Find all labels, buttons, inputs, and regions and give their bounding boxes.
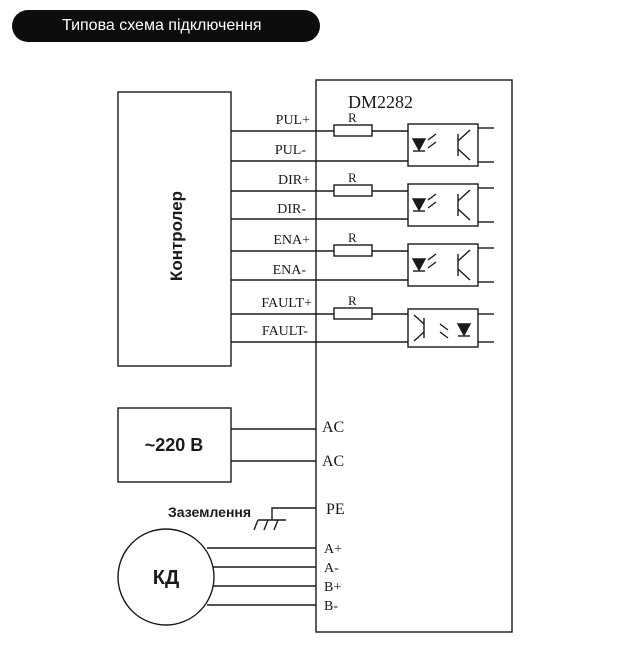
header-title: Типова схема підключення [62, 17, 262, 34]
ac-terminal-2: AC [322, 453, 344, 470]
motor-terminal-b-plus: B+ [324, 580, 341, 595]
header-title-pill: Типова схема підключення [12, 10, 320, 42]
optocoupler-fault [407, 308, 479, 348]
resistor-pul [333, 124, 373, 137]
ac-terminal-1: AC [322, 419, 344, 436]
resistor-dir [333, 184, 373, 197]
motor-terminal-b-minus: B- [324, 599, 338, 614]
resistor-fault-label: R [348, 293, 357, 308]
ena-plus-label: ENA+ [273, 233, 310, 248]
pe-terminal: PE [326, 501, 345, 518]
pul-plus-label: PUL+ [276, 113, 310, 128]
resistor-dir-label: R [348, 170, 357, 185]
resistor-pul-label: R [348, 110, 357, 125]
optocoupler-dir [407, 183, 479, 227]
resistor-fault [333, 307, 373, 320]
fault-minus-label: FAULT- [262, 324, 309, 339]
motor-label: КД [153, 567, 179, 589]
resistor-ena-label: R [348, 230, 357, 245]
controller-label: Контролер [167, 191, 186, 281]
motor-circle [117, 528, 215, 626]
power-label: ~220 В [145, 435, 204, 455]
dir-plus-label: DIR+ [278, 173, 310, 188]
ena-minus-label: ENA- [273, 263, 307, 278]
motor-terminal-a-minus: A- [324, 561, 339, 576]
fault-plus-label: FAULT+ [261, 296, 312, 311]
driver-model: DM2282 [348, 92, 413, 112]
dir-minus-label: DIR- [277, 202, 306, 217]
ground-label: Заземлення [168, 504, 251, 520]
power-box [117, 407, 232, 483]
pul-minus-label: PUL- [275, 143, 306, 158]
optocoupler-ena [407, 243, 479, 287]
resistor-ena [333, 244, 373, 257]
controller-box [117, 91, 232, 367]
optocoupler-pul [407, 123, 479, 167]
motor-terminal-a-plus: A+ [324, 542, 342, 557]
driver-box [315, 79, 513, 633]
